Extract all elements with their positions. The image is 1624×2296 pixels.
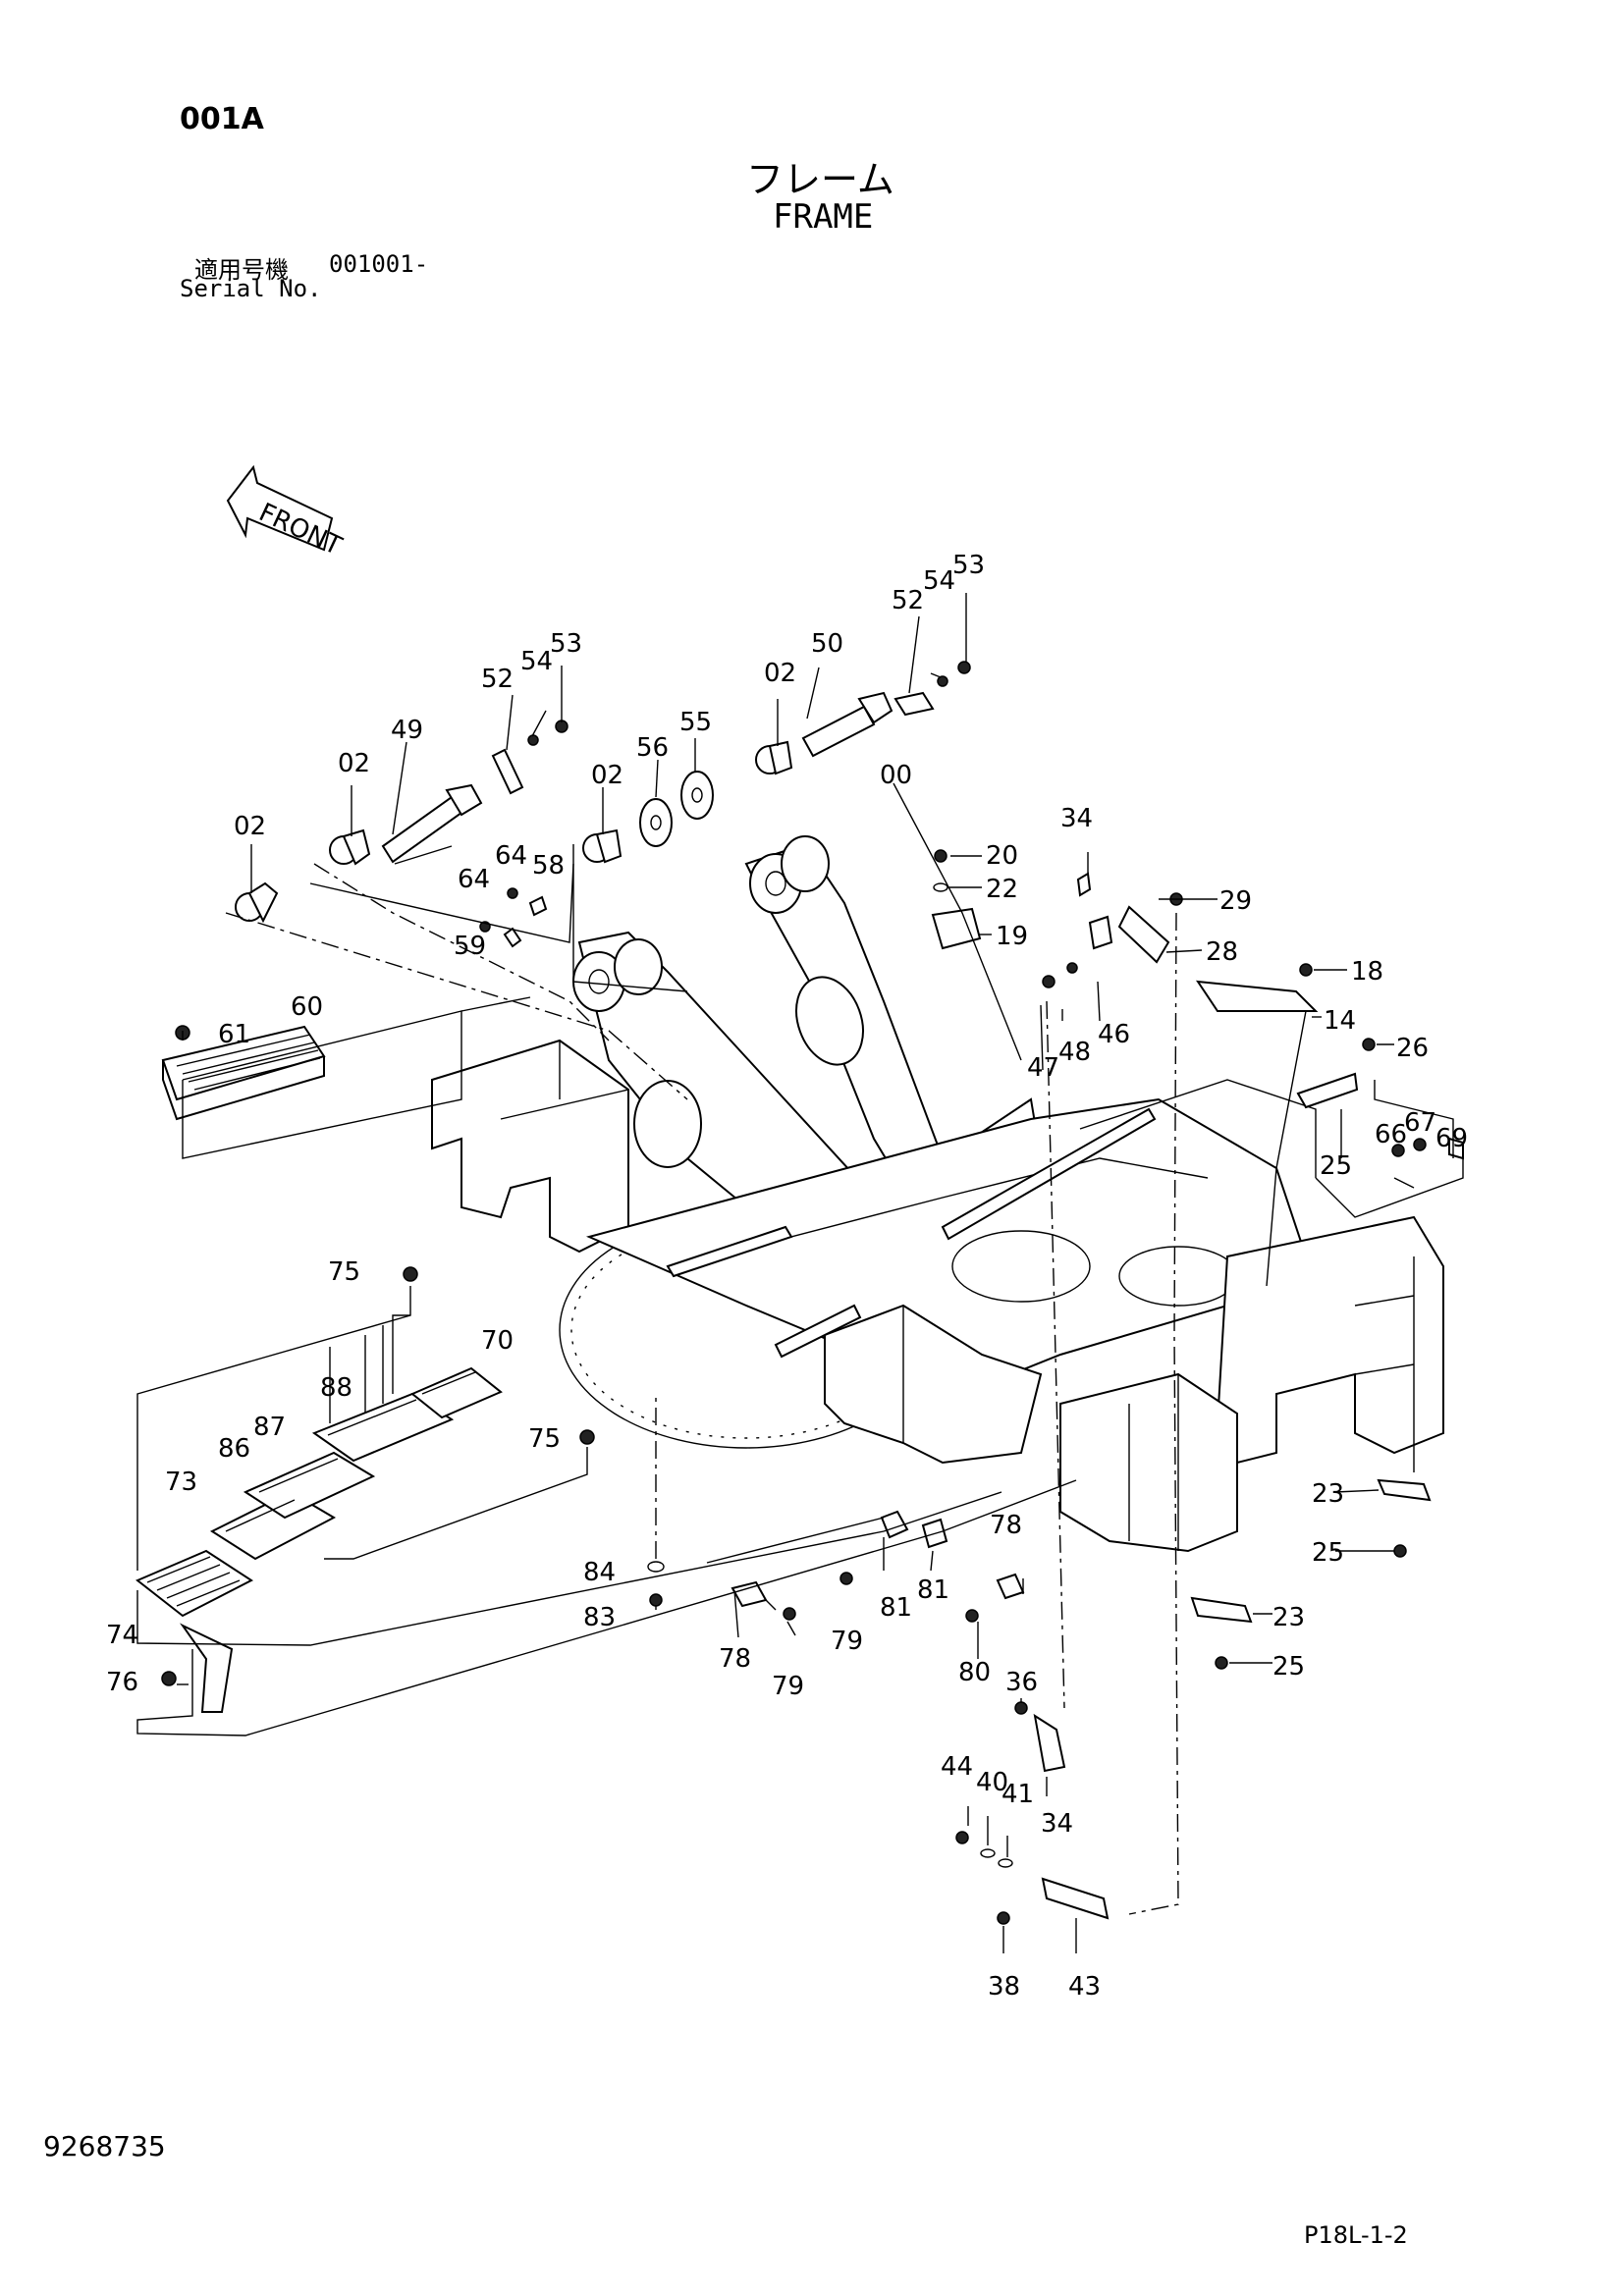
callout-78-a: 78: [719, 1644, 751, 1674]
main-frame-body: [431, 842, 1444, 1553]
callout-86: 86: [218, 1434, 250, 1464]
serial-label-japanese: 適用号機: [194, 256, 289, 284]
bushing-parts: [235, 740, 793, 924]
callout-labels: 02 02 02 02 49 50 52 52 53 53 54 54 55 5…: [106, 551, 1468, 2002]
callout-23-b: 25: [1272, 1652, 1305, 1682]
callout-22-a: 23: [1312, 1479, 1344, 1509]
callout-81-a: 81: [880, 1593, 912, 1623]
callout-69: 70: [481, 1326, 514, 1356]
pin-parts: [381, 691, 893, 864]
callout-79-b: 79: [831, 1627, 863, 1656]
callout-84: 84: [583, 1558, 616, 1587]
callout-36: 36: [1005, 1668, 1038, 1697]
callout-66: 66: [1375, 1120, 1407, 1149]
callout-83: 83: [583, 1603, 616, 1632]
document-number: 9268735: [43, 2130, 166, 2163]
callout-22-b: 23: [1272, 1603, 1305, 1632]
front-arrow-label: FRONT: [254, 498, 346, 561]
page-reference: P18L-1-2: [1304, 2221, 1408, 2249]
callout-79-a: 79: [772, 1672, 804, 1701]
title-japanese: フレーム: [746, 158, 894, 201]
callout-75-b: 75: [528, 1424, 561, 1454]
callout-44: 44: [941, 1752, 973, 1782]
callout-70: 69: [1435, 1124, 1468, 1153]
callout-87: 87: [253, 1413, 286, 1442]
callout-29: 34: [1060, 804, 1093, 833]
callout-02-b: 02: [338, 749, 370, 778]
front-direction-arrow: FRONT: [226, 464, 346, 561]
callout-64-b: 64: [458, 865, 490, 894]
callout-50: 50: [811, 629, 843, 659]
callout-75-a: 75: [328, 1257, 360, 1287]
callout-53-b: 53: [952, 551, 985, 580]
callout-61: 61: [218, 1020, 250, 1049]
callout-81-b: 81: [917, 1575, 949, 1605]
callout-40: 40: [976, 1768, 1008, 1797]
callout-60: 60: [291, 992, 323, 1022]
serial-label-english: Serial No.: [180, 275, 322, 302]
leader-lines: [136, 593, 1464, 1953]
callout-88: 88: [320, 1373, 352, 1403]
callout-54-a: 54: [520, 647, 553, 676]
callout-52-a: 52: [481, 665, 514, 694]
callout-80: 80: [958, 1658, 991, 1687]
washer-parts: [639, 771, 714, 847]
callout-43: 43: [1068, 1972, 1101, 2002]
callout-64-a: 64: [495, 841, 527, 871]
step-grating-60: [161, 1025, 326, 1121]
callout-23-a: 25: [1312, 1538, 1344, 1568]
callout-27: 28: [1206, 937, 1238, 967]
section-code: 001A: [180, 102, 264, 136]
callout-14: 14: [1324, 1006, 1356, 1036]
callout-56: 56: [636, 733, 669, 763]
boom-foot-bosses: [572, 835, 830, 1012]
callout-58: 58: [532, 851, 565, 881]
callout-46: 46: [1098, 1020, 1130, 1049]
callout-48: 48: [1058, 1038, 1091, 1067]
callout-41: 41: [1001, 1780, 1034, 1809]
callout-53-a: 53: [550, 629, 582, 659]
callout-02-c: 02: [591, 761, 623, 790]
callout-78-b: 78: [990, 1511, 1022, 1540]
callout-26: 26: [1396, 1034, 1429, 1063]
callout-28: 29: [1219, 886, 1252, 916]
step-gratings-lower: [135, 1266, 595, 1713]
callout-25: 25: [1320, 1151, 1352, 1181]
callout-67: 67: [1404, 1108, 1436, 1138]
callout-76: 76: [106, 1668, 138, 1697]
callout-59: 59: [454, 932, 486, 961]
callout-55: 55: [679, 708, 712, 737]
callout-47: 47: [1027, 1053, 1059, 1083]
callout-18: 19: [996, 922, 1028, 951]
callout-52-b: 52: [892, 586, 924, 615]
callout-02-a: 02: [234, 812, 266, 841]
callout-38: 38: [988, 1972, 1020, 2002]
callout-20: 22: [986, 875, 1018, 904]
callout-73: 73: [165, 1468, 197, 1497]
callout-00: 00: [880, 761, 912, 790]
callout-74: 74: [106, 1621, 138, 1650]
callout-16: 18: [1351, 957, 1383, 987]
callout-34: 34: [1041, 1809, 1073, 1839]
serial-number-value: 001001-: [329, 250, 429, 278]
lock-plate-parts: [491, 661, 971, 795]
callout-02-d: 02: [764, 659, 796, 688]
callout-54-b: 54: [923, 566, 955, 596]
callout-49: 49: [391, 716, 423, 745]
callout-19: 20: [986, 841, 1018, 871]
title-english: FRAME: [773, 197, 874, 237]
